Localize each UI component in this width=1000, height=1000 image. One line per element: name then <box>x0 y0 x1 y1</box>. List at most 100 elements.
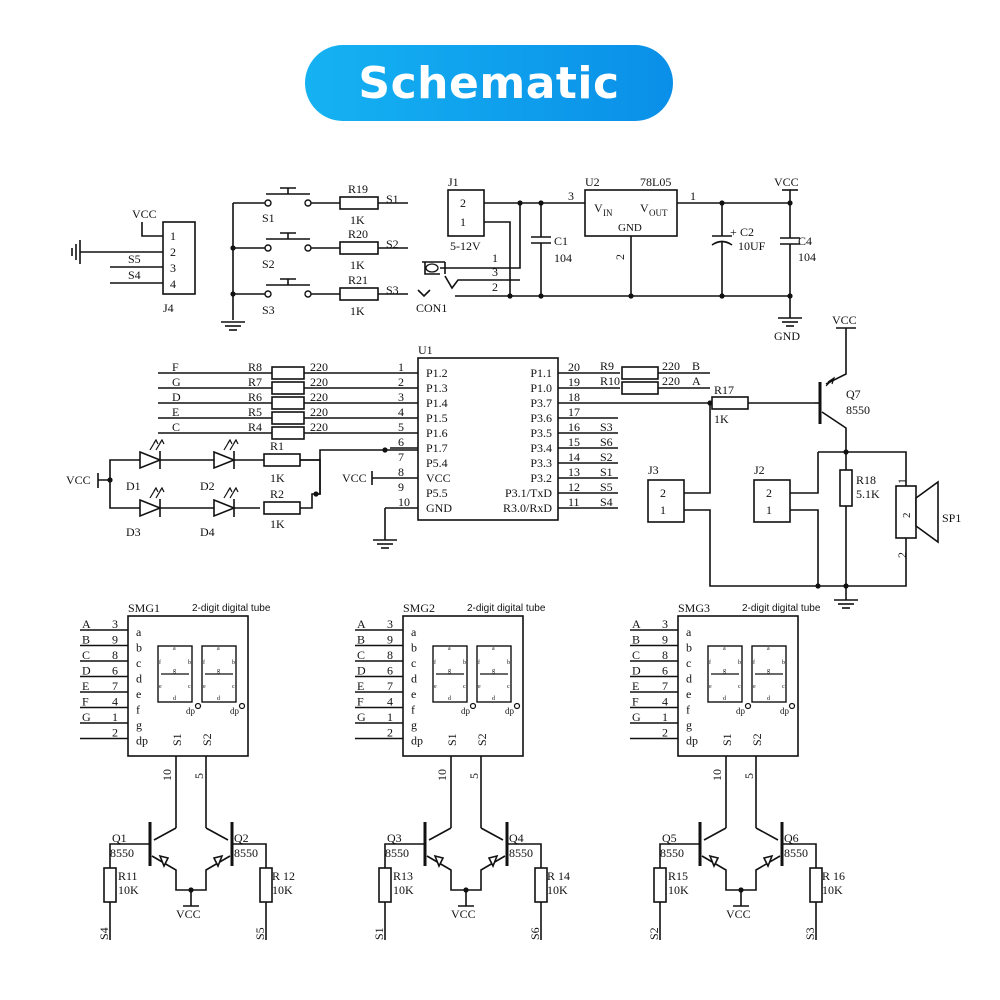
digit-seg-e: e <box>159 684 162 690</box>
seg-resistor-value: 220 <box>310 390 328 404</box>
u1-pin-num-left: 9 <box>398 480 404 494</box>
display-seg-label: e <box>136 687 141 701</box>
digit-dp-dot <box>469 702 477 710</box>
r-left-wire <box>384 843 425 868</box>
digit-seg-b: b <box>232 660 235 666</box>
page-title: Schematic <box>358 57 620 109</box>
u1-left-pins: P1.21P1.32P1.43P1.54P1.65P1.76P5.47VCC8P… <box>390 360 452 515</box>
seg-resistor <box>271 396 305 410</box>
u1-pin-num-left: 8 <box>398 465 404 479</box>
q-left-collector <box>153 827 177 841</box>
display-net-label: B <box>357 633 365 647</box>
con1-pin-3: 3 <box>492 265 498 279</box>
r-right-wire <box>232 843 267 868</box>
r1-value: 1K <box>270 471 285 485</box>
q-right-collector <box>755 827 779 841</box>
u1-pin-num-right: 20 <box>568 360 580 374</box>
u1-net-label: S6 <box>600 435 613 449</box>
r-right-ref: R 14 <box>547 869 570 883</box>
display-seg-label: a <box>136 625 142 639</box>
digit-seg-b: b <box>782 660 785 666</box>
seg-resistor-value: 220 <box>310 360 328 374</box>
display-pin-num: 9 <box>662 633 668 647</box>
seg-resistor-value: 220 <box>310 420 328 434</box>
digit-seg-e: e <box>434 684 437 690</box>
display-seg-label: dp <box>411 734 423 748</box>
display-pin-num: 8 <box>662 648 668 662</box>
mcu-u1: U1 P1.21P1.32P1.43P1.54P1.65P1.76P5.47VC… <box>158 343 618 549</box>
display-seg-label: d <box>411 672 417 686</box>
r-left <box>378 867 392 903</box>
con1-pin-2: 2 <box>492 280 498 294</box>
display-net-label: E <box>82 679 89 693</box>
seg-net-label: G <box>172 375 181 389</box>
display-body <box>127 615 249 757</box>
r-right-value: 10K <box>547 883 568 897</box>
s2-label: S2 <box>262 257 275 271</box>
title-banner: Schematic <box>305 45 673 121</box>
u1-pin-num-right: 19 <box>568 375 580 389</box>
r-left <box>103 867 117 903</box>
display-net-label: G <box>82 710 91 724</box>
display-seg-label: a <box>411 625 417 639</box>
u1-pin-num-left: 4 <box>398 405 404 419</box>
vcc-label-top: VCC <box>774 175 799 189</box>
q7-ref: Q7 <box>846 387 861 401</box>
j4-pin-2: 2 <box>170 245 176 259</box>
u1-net-label: S4 <box>600 495 613 509</box>
display-net-label: E <box>357 679 364 693</box>
display-net-label: D <box>632 664 641 678</box>
r-left-wire <box>659 843 700 868</box>
u1-net-label: S3 <box>600 420 613 434</box>
display-net-label: E <box>632 679 639 693</box>
digit-seg-b: b <box>507 660 510 666</box>
net-b: B <box>692 359 700 373</box>
j4-pin-3: 3 <box>170 261 176 275</box>
q-right-collector <box>480 827 504 841</box>
digit-seg-c: c <box>738 684 741 690</box>
u1-pin-name-right: P3.7 <box>530 396 552 410</box>
con1-pin-1: 1 <box>492 251 498 265</box>
display-seg-label: f <box>136 703 140 717</box>
u1-pin-name-left: P1.3 <box>426 381 448 395</box>
display-pin-num: 1 <box>112 710 118 724</box>
display-net-label: F <box>357 695 364 709</box>
j4-s5-label: S5 <box>128 252 141 266</box>
display-net-label: G <box>357 710 366 724</box>
u1-pin-num-right: 15 <box>568 435 580 449</box>
display-net-label: D <box>82 664 91 678</box>
display-caption: 2-digit digital tube <box>467 603 546 614</box>
digit-seg-e: e <box>709 684 712 690</box>
digit-seg-e: e <box>753 684 756 690</box>
r-right-wire <box>782 843 817 868</box>
u1-net-label: S2 <box>600 450 613 464</box>
led-vcc-label: VCC <box>66 473 91 487</box>
u2-ref: U2 <box>585 175 600 189</box>
r9-label: R9 <box>600 359 614 373</box>
display-seg-label: dp <box>686 734 698 748</box>
net-a: A <box>692 374 701 388</box>
seg-resistor <box>271 366 305 380</box>
digit-dp-dot <box>513 702 521 710</box>
digit-seg-c: c <box>507 684 510 690</box>
display-seg-label: dp <box>136 734 148 748</box>
j2-pin-2: 2 <box>766 486 772 500</box>
u1-pin-name-right: P1.0 <box>530 381 552 395</box>
u2-pin-3: 3 <box>568 189 574 203</box>
display-seg-label: c <box>686 656 691 670</box>
u2-value: 78L05 <box>640 175 671 189</box>
digit-seg-f: f <box>159 659 161 666</box>
gnd-label-top: GND <box>774 329 800 343</box>
digit-seg-d: d <box>723 696 726 702</box>
s1-label: S1 <box>262 211 275 225</box>
display-net-label: A <box>82 617 91 631</box>
display-pin-5: 5 <box>467 773 481 779</box>
s3-net: S3 <box>386 283 399 297</box>
r19-label: R19 <box>348 182 368 196</box>
q-right-arrow <box>762 854 774 868</box>
u1-pin-name-right: P3.4 <box>530 441 552 455</box>
d1-label: D1 <box>126 479 141 493</box>
display-pin-num: 3 <box>662 617 668 631</box>
u2-vin-sub: IN <box>603 208 613 218</box>
u1-net-label: S5 <box>600 480 613 494</box>
